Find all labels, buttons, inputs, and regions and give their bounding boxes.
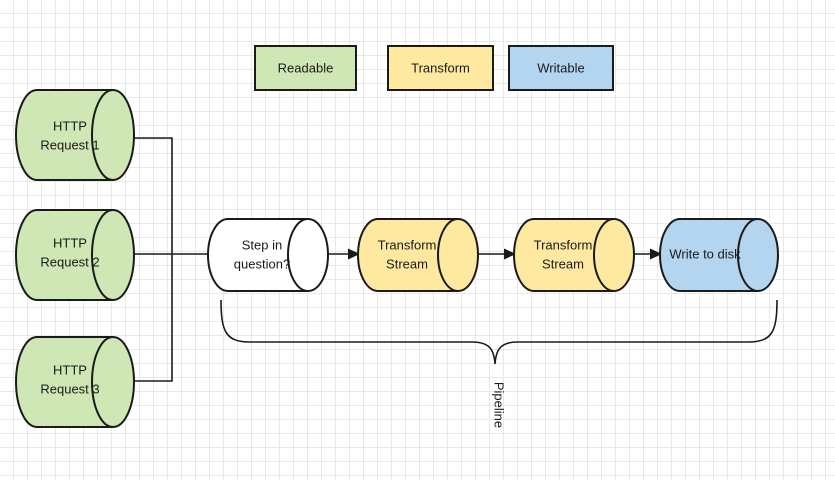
node-transform-stream-1[interactable]: Transform Stream <box>357 218 479 292</box>
node-label-transform1-line2: Stream <box>386 256 428 271</box>
node-label-transform1-line1: Transform <box>378 237 437 252</box>
node-http-request-2[interactable]: HTTP Request 2 <box>15 209 135 301</box>
cylinder-cap-request2 <box>91 209 114 301</box>
node-label-request2-line1: HTTP <box>53 235 87 250</box>
legend-swatch-writable <box>508 45 614 91</box>
cylinder-body-request1 <box>15 89 135 181</box>
node-label-step-line1: Step in <box>242 237 282 252</box>
brace-curve <box>220 299 778 365</box>
arrowhead-to-writer <box>650 248 662 260</box>
node-label-request3-line1: HTTP <box>53 362 87 377</box>
cylinder-cap-transform2 <box>593 218 615 292</box>
legend-label-transform: Transform <box>411 60 470 75</box>
connector-request3-to-bus <box>134 254 173 382</box>
pipeline-nodes: Step in question? Transform Stream Trans… <box>207 218 779 292</box>
cylinder-body-step <box>207 218 329 292</box>
node-label-request2-line2: Request 2 <box>40 254 99 269</box>
node-write-to-disk[interactable]: Write to disk <box>659 218 779 292</box>
cylinder-cap-writer <box>737 218 759 292</box>
node-label-writer: Write to disk <box>669 246 741 261</box>
cylinder-body-transform1 <box>357 218 479 292</box>
node-label-transform2-line2: Stream <box>542 256 584 271</box>
legend-item-readable[interactable]: Readable <box>254 45 357 91</box>
node-http-request-1[interactable]: HTTP Request 1 <box>15 89 135 181</box>
source-nodes: HTTP Request 1 HTTP Request 2 HTTP Reque… <box>15 89 135 428</box>
pipeline-brace: Pipeline <box>220 299 778 428</box>
cylinder-cap-transform1 <box>437 218 459 292</box>
cylinder-cap-request3 <box>91 336 114 428</box>
legend-label-readable: Readable <box>278 60 334 75</box>
arrowhead-to-transform1 <box>348 248 360 260</box>
node-transform-stream-2[interactable]: Transform Stream <box>513 218 635 292</box>
connector-request1-to-bus <box>134 137 173 254</box>
brace-label-pipeline: Pipeline <box>492 382 507 428</box>
node-http-request-3[interactable]: HTTP Request 3 <box>15 336 135 428</box>
cylinder-cap-request1 <box>91 89 114 181</box>
node-label-transform2-line1: Transform <box>534 237 593 252</box>
legend: Readable Transform Writable <box>254 45 614 91</box>
legend-swatch-readable <box>254 45 357 91</box>
legend-item-transform[interactable]: Transform <box>387 45 494 91</box>
node-step-in-question[interactable]: Step in question? <box>207 218 329 292</box>
node-label-step-line2: question? <box>234 256 290 271</box>
node-label-request3-line2: Request 3 <box>40 381 99 396</box>
cylinder-cap-step <box>287 218 309 292</box>
legend-label-writable: Writable <box>537 60 584 75</box>
node-label-request1-line2: Request 1 <box>40 137 99 152</box>
arrowhead-to-transform2 <box>504 248 516 260</box>
legend-item-writable[interactable]: Writable <box>508 45 614 91</box>
cylinder-body-transform2 <box>513 218 635 292</box>
legend-swatch-transform <box>387 45 494 91</box>
node-label-request1-line1: HTTP <box>53 118 87 133</box>
